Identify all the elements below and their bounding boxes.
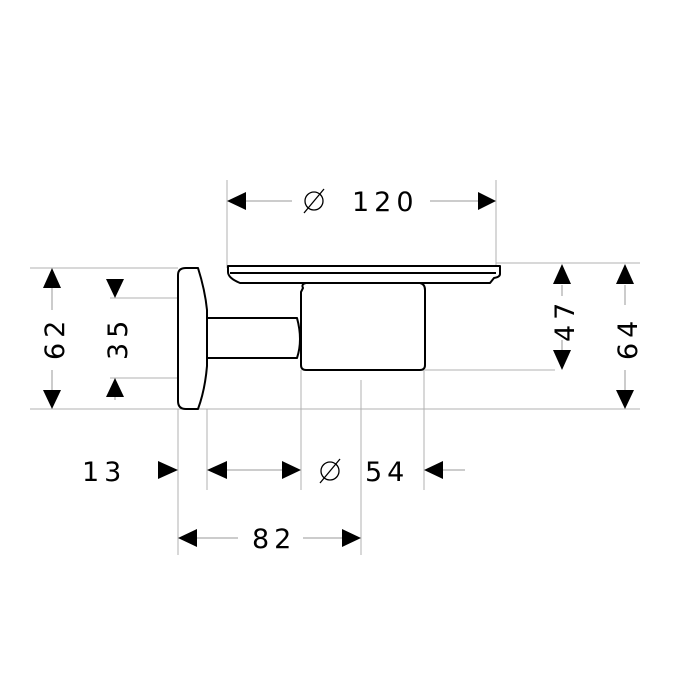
diameter-icon <box>319 458 341 484</box>
arrow-right <box>158 461 178 479</box>
diameter-symbols <box>303 188 341 484</box>
label-top-diameter: 120 <box>352 187 419 218</box>
arrow-up <box>43 268 61 288</box>
arrow-right <box>342 529 361 547</box>
arrow-right <box>282 461 301 479</box>
arrow-up <box>106 378 124 397</box>
label-left-inner: 35 <box>103 316 134 360</box>
label-wall-depth: 13 <box>82 457 126 488</box>
arrow-left <box>207 461 227 479</box>
cup-body <box>300 282 426 371</box>
soap-dish-holder <box>177 265 501 410</box>
dish-plate <box>227 265 501 284</box>
arrow-left <box>178 529 197 547</box>
label-right-outer: 64 <box>613 316 644 360</box>
arrow-down <box>43 390 61 409</box>
arrow-down <box>616 390 634 409</box>
arrow-right <box>478 192 496 210</box>
arrow-up <box>616 264 634 284</box>
label-right-inner: 47 <box>550 298 581 342</box>
label-bottom-diameter: 54 <box>365 457 409 488</box>
arrow-left <box>424 461 443 479</box>
label-total-depth: 82 <box>252 524 296 555</box>
arrowheads <box>43 192 634 547</box>
wall-rosette <box>177 267 208 410</box>
dimension-labels: 120 54 13 82 62 35 47 64 <box>40 187 644 555</box>
arrow-down <box>553 350 571 370</box>
arrow-left <box>227 192 246 210</box>
arm <box>206 317 301 359</box>
label-left-outer: 62 <box>40 316 71 360</box>
diameter-icon <box>303 188 325 214</box>
arrow-up <box>553 264 571 284</box>
arrow-down <box>106 279 124 298</box>
